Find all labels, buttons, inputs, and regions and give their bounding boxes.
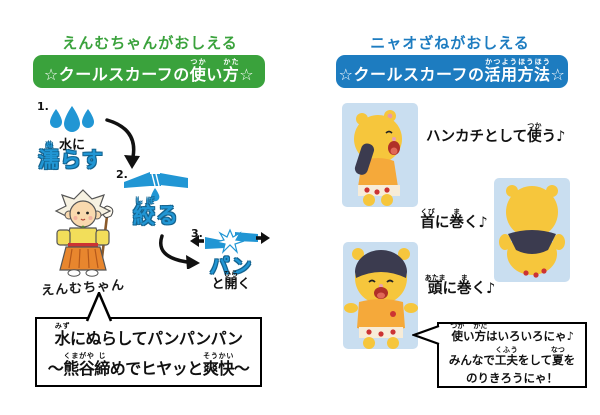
step1-caption-main: 濡ぬらす <box>38 141 104 173</box>
step1-caption-top: 水に <box>58 138 85 153</box>
water-drops-icon <box>50 106 94 132</box>
nyaozane-photo-handkerchief <box>342 103 418 207</box>
left-panel: えんむちゃんがおしえる ☆クールスカーフの使つかい方かた☆ 1. 水に 濡ぬらす… <box>33 34 270 387</box>
left-header-banner: ☆クールスカーフの使つかい方かた☆ <box>33 55 265 88</box>
right-bubble-tail <box>412 324 440 346</box>
right-bubble-line3: のりきろうにゃ！ <box>466 371 558 386</box>
right-header-banner: ☆クールスカーフの活用かつよう方法ほうほう☆ <box>336 55 568 88</box>
enmu-chan-illustration <box>54 189 114 277</box>
right-bubble-line2: みんなで工夫くふうをして夏なつを <box>448 345 576 367</box>
nyaozane-back-illustration <box>499 185 565 278</box>
curved-arrow-down-icon <box>105 118 140 169</box>
use-neck-label: 首くびに巻まく♪ <box>420 208 488 232</box>
twisted-scarf-icon <box>124 172 188 202</box>
left-speech-bubble: 水みずにぬらしてパンパンパン ～熊谷くまがや締じめでヒヤッと爽快そうかい～ <box>35 317 262 387</box>
left-teacher-title: えんむちゃんがおしえる <box>62 34 238 52</box>
left-header-text: ☆クールスカーフの使つかい方かた☆ <box>43 58 255 85</box>
right-bubble-line1: 使つかい方かたはいろいろにゃ♪ <box>450 322 574 344</box>
step2-caption-main: 絞しぼる <box>132 197 180 230</box>
nyaozane-side-illustration <box>354 110 402 206</box>
left-bubble-line2: ～熊谷くまがや締じめでヒヤッと爽快そうかい～ <box>47 352 250 379</box>
use-handkerchief-label: ハンカチとして使つかう♪ <box>426 122 566 146</box>
step2-number: 2. <box>116 168 128 181</box>
nyaozane-photo-neck <box>494 178 570 282</box>
right-panel: ニャオざねがおしえる ☆クールスカーフの活用かつよう方法ほうほう☆ <box>300 0 600 415</box>
right-speech-bubble: 使つかい方かたはいろいろにゃ♪ みんなで工夫くふうをして夏なつを のりきろうにゃ… <box>437 322 587 388</box>
step1-number: 1. <box>37 100 49 113</box>
step3-caption-sub: と開ひらく <box>211 270 251 293</box>
snapped-scarf-icon <box>190 228 270 254</box>
use-head-label: 頭あたまに巻まく♪ <box>424 274 496 298</box>
right-teacher-title: ニャオざねがおしえる <box>370 34 530 52</box>
left-bubble-line1: 水みずにぬらしてパンパンパン <box>54 322 243 349</box>
step3-caption-main: パン <box>209 254 253 278</box>
curved-arrow-right-icon <box>159 234 200 269</box>
left-bubble-tail <box>85 292 113 322</box>
nyaozane-front-illustration <box>344 248 418 349</box>
nyaozane-photo-head <box>343 242 418 349</box>
step3-number: 3. <box>191 227 203 240</box>
right-header-text: ☆クールスカーフの活用かつよう方法ほうほう☆ <box>338 58 566 85</box>
